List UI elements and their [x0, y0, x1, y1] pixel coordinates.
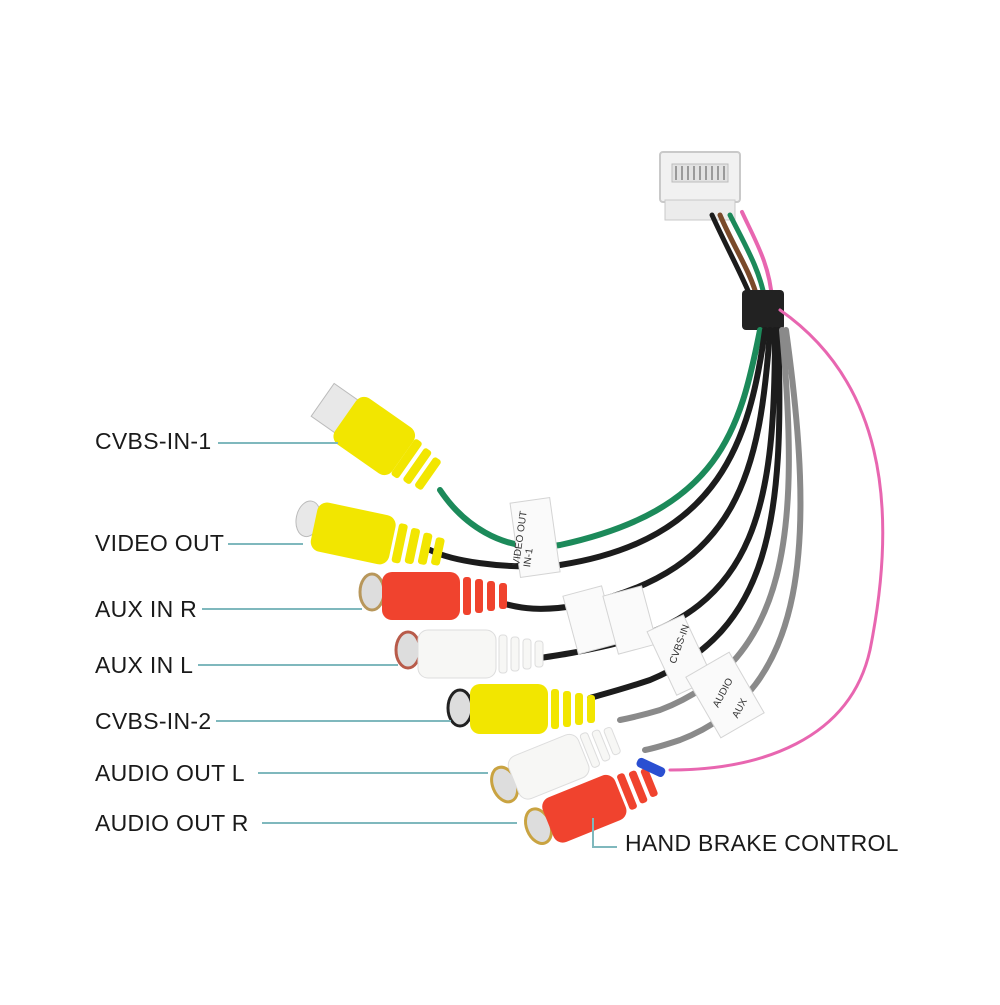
label-audio-out-l: AUDIO OUT L: [95, 760, 245, 786]
leader-audio-out-l: [258, 772, 488, 774]
label-cvbs-in-2: CVBS-IN-2: [95, 708, 212, 734]
rca-audio-out-r: [524, 768, 658, 845]
rca-cvbs-in-1: [310, 382, 441, 490]
leader-aux-in-l: [198, 664, 398, 666]
rca-video-out: [295, 500, 445, 566]
cable-tags: [509, 497, 765, 739]
label-aux-in-l: AUX IN L: [95, 652, 194, 678]
multi-pin-connector: [659, 151, 741, 221]
rca-aux-in-r: [358, 572, 507, 620]
rca-aux-in-l: [394, 629, 544, 679]
leader-aux-in-r: [202, 608, 362, 610]
leader-cvbs-in-1: [218, 442, 338, 444]
leader-video-out: [228, 543, 303, 545]
hand-brake-wire-cap: [636, 757, 666, 777]
leader-cvbs-in-2: [216, 720, 451, 722]
wire-bundle: [427, 210, 885, 772]
leader-hand-brake-vertical: [592, 818, 594, 846]
tag-video-out: VIDEO OUT IN-1: [511, 505, 589, 574]
leader-hand-brake: [592, 846, 617, 848]
leader-audio-out-r: [262, 822, 517, 824]
label-hand-brake-control: HAND BRAKE CONTROL: [625, 830, 899, 856]
label-video-out: VIDEO OUT: [95, 530, 225, 556]
label-audio-out-r: AUDIO OUT R: [95, 810, 249, 836]
label-cvbs-in-1: CVBS-IN-1: [95, 428, 212, 454]
rca-audio-out-l: [490, 726, 621, 804]
rca-cvbs-in-2: [446, 684, 595, 734]
label-aux-in-r: AUX IN R: [95, 596, 198, 622]
